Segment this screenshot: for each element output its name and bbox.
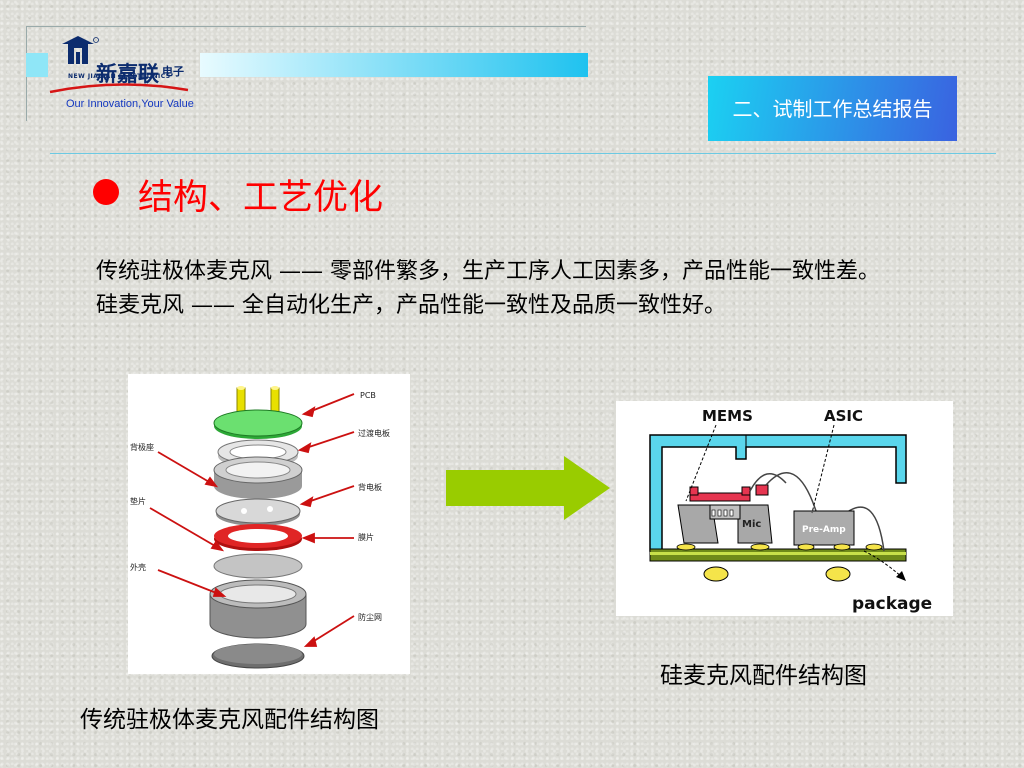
logo-emblem-icon xyxy=(49,36,189,94)
title-bullet-icon xyxy=(93,179,119,205)
header-top-rule xyxy=(26,26,586,27)
caption-silicon: 硅麦克风配件结构图 xyxy=(660,663,867,689)
body-line-electret: 传统驻极体麦克风 —— 零部件繁多，生产工序人工因素多，产品性能一致性差。 xyxy=(96,259,880,284)
label-shell: 外壳 xyxy=(130,562,146,572)
electret-mic-diagram: PCB 过渡电板 背极座 背电板 垫片 膜片 外壳 防尘网 xyxy=(128,374,410,674)
label-mems: MEMS xyxy=(702,407,753,425)
logo-sub-cn: 电子 xyxy=(162,65,184,78)
label-package: package xyxy=(852,594,932,614)
section-label: 二、试制工作总结报告 xyxy=(732,96,933,121)
logo-name-cn: 新嘉联 xyxy=(96,62,159,86)
header-divider xyxy=(50,153,996,154)
header-cyan-bar xyxy=(200,53,588,77)
label-pcb: PCB xyxy=(360,391,376,400)
label-dust-net: 防尘网 xyxy=(358,612,382,622)
label-transfer-board: 过渡电板 xyxy=(358,428,390,438)
transition-arrow-icon xyxy=(446,456,612,524)
label-mic: Mic xyxy=(742,519,761,530)
label-asic: ASIC xyxy=(824,407,863,425)
label-membrane: 膜片 xyxy=(358,532,374,542)
label-back-plate: 背电板 xyxy=(358,482,382,492)
mems-mic-diagram: Mic Pre-Amp MEMS ASIC package xyxy=(616,401,953,616)
caption-electret: 传统驻极体麦克风配件结构图 xyxy=(80,707,379,733)
body-line-silicon: 硅麦克风 —— 全自动化生产，产品性能一致性及品质一致性好。 xyxy=(96,293,726,318)
label-preamp: Pre-Amp xyxy=(802,525,846,535)
page-title: 结构、工艺优化 xyxy=(138,178,384,218)
header-cyan-bar-left xyxy=(26,53,48,77)
company-logo xyxy=(48,34,198,114)
body-text: 传统驻极体麦克风 —— 零部件繁多，生产工序人工因素多，产品性能一致性差。 硅麦… xyxy=(96,255,896,323)
electret-mic-drawing: PCB 过渡电板 背极座 背电板 垫片 膜片 外壳 防尘网 xyxy=(130,386,390,669)
mems-mic-drawing: Mic Pre-Amp MEMS ASIC package xyxy=(649,407,932,614)
section-label-box: 二、试制工作总结报告 xyxy=(708,76,957,141)
logo-tagline: Our Innovation,Your Value xyxy=(66,98,194,110)
label-back-seat: 背极座 xyxy=(130,442,154,452)
logo-name-en: NEW JIALIAN ELECTRONICS xyxy=(68,73,171,80)
label-spacer: 垫片 xyxy=(130,496,146,506)
